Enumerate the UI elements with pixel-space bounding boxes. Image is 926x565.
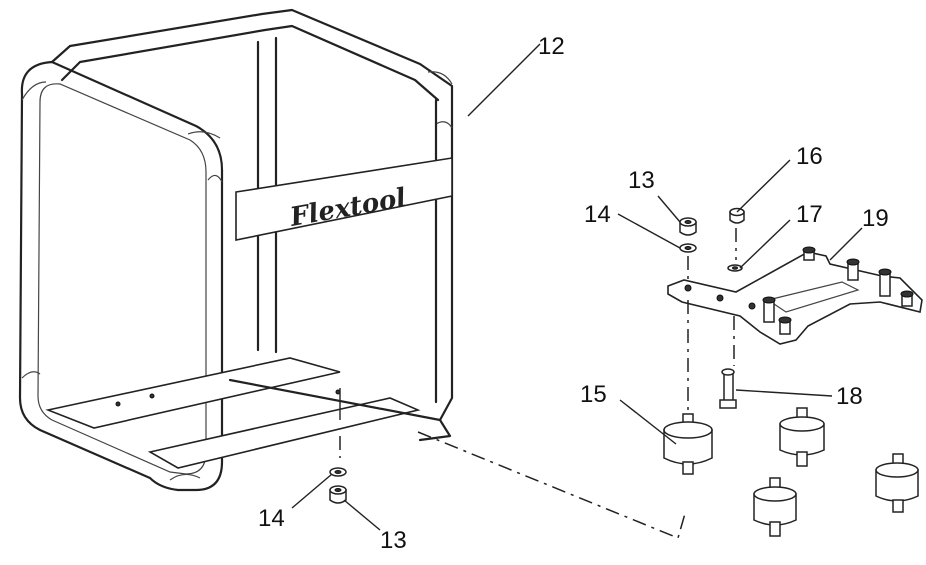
bolt: [719, 368, 737, 409]
callout-frame: 12: [538, 33, 565, 60]
assembly-centerline: [339, 431, 687, 540]
callout-nut-bottom: 13: [380, 527, 407, 554]
bottom-nut: [329, 485, 347, 504]
plate-stud: [778, 316, 792, 335]
bottom-washer: [329, 467, 347, 477]
rubber-mount: [779, 407, 825, 467]
brand-band: [235, 157, 453, 241]
callout-bolt: 18: [836, 383, 863, 410]
plate-stud: [878, 268, 892, 297]
right-centerline: [733, 228, 737, 366]
leader-lines: [291, 43, 863, 531]
rubber-mount: [875, 453, 919, 513]
mounting-plate: [667, 246, 923, 345]
plate-stud: [802, 246, 816, 261]
plate-stud: [900, 290, 914, 307]
callout-mount: 15: [580, 381, 607, 408]
top-washer: [679, 243, 697, 253]
callout-plate: 19: [862, 205, 889, 232]
top-nut: [679, 217, 697, 236]
rubber-mount: [753, 477, 797, 537]
rubber-mount: [663, 413, 713, 475]
frame-assembly: Flextool: [18, 8, 454, 492]
callout-washer-bottom: 14: [258, 505, 285, 532]
callout-nut-top: 13: [628, 167, 655, 194]
callout-washer-top: 14: [584, 201, 611, 228]
plate-stud: [762, 296, 776, 323]
cap-nut: [729, 207, 745, 224]
small-washer: [727, 264, 743, 272]
plate-stud: [846, 258, 860, 281]
callout-small-washer: 17: [796, 201, 823, 228]
callout-cap: 16: [796, 143, 823, 170]
